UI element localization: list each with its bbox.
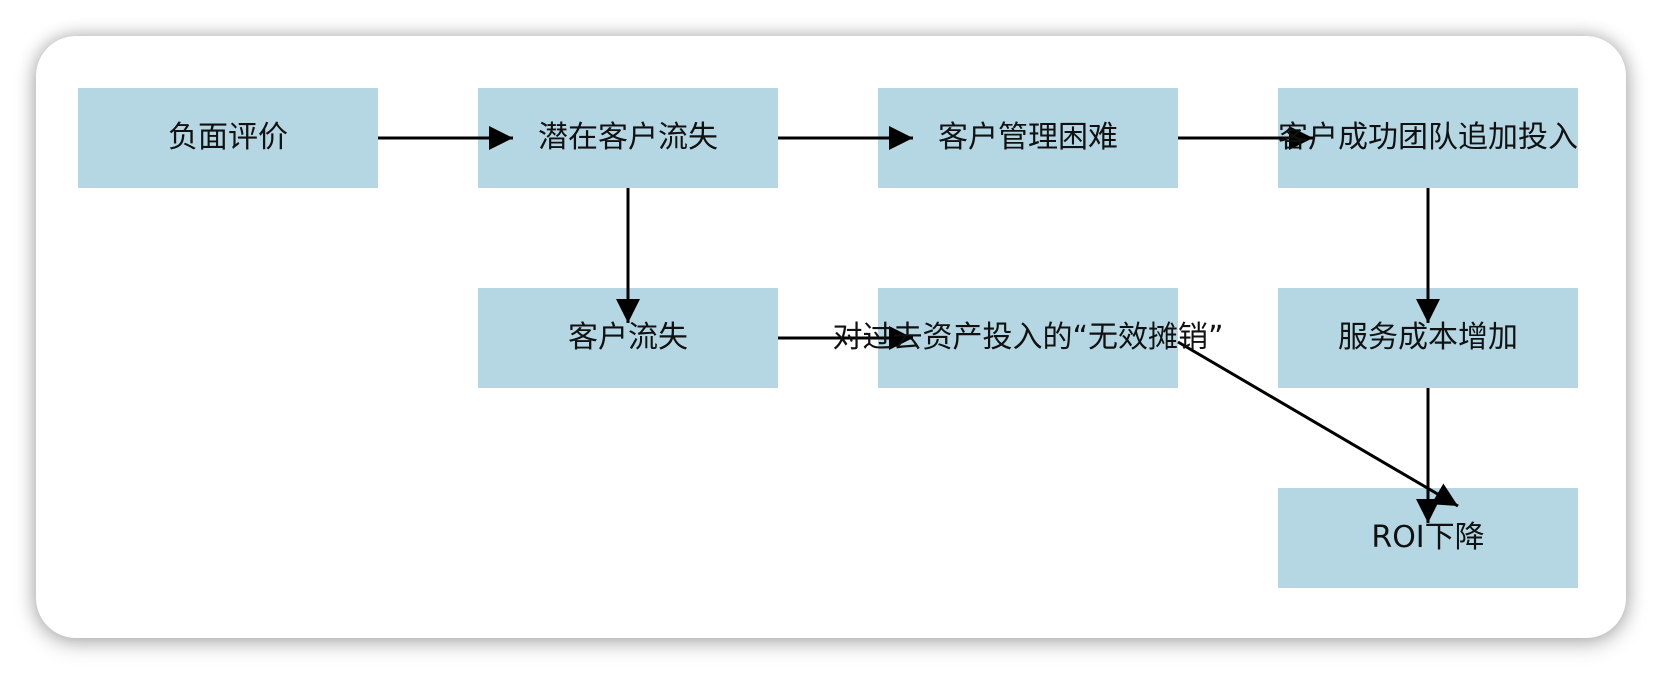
node-label-n3: 客户管理困难 <box>938 120 1118 155</box>
node-box-n4 <box>1278 88 1578 188</box>
node-label-n7: 服务成本增加 <box>1338 320 1518 355</box>
node-label-n8: ROI下降 <box>1371 520 1485 555</box>
node-box-n6 <box>878 288 1178 388</box>
node-label-n4: 客户成功团队追加投入 <box>1278 120 1578 155</box>
node-label-n6: 对过去资产投入的“无效摊销” <box>832 320 1224 355</box>
node-box-n2 <box>478 88 778 188</box>
node-label-n2: 潜在客户流失 <box>538 120 718 155</box>
node-label-n5: 客户流失 <box>568 320 688 355</box>
node-box-n1 <box>78 88 378 188</box>
node-box-n3 <box>878 88 1178 188</box>
node-label-n1: 负面评价 <box>168 120 288 155</box>
